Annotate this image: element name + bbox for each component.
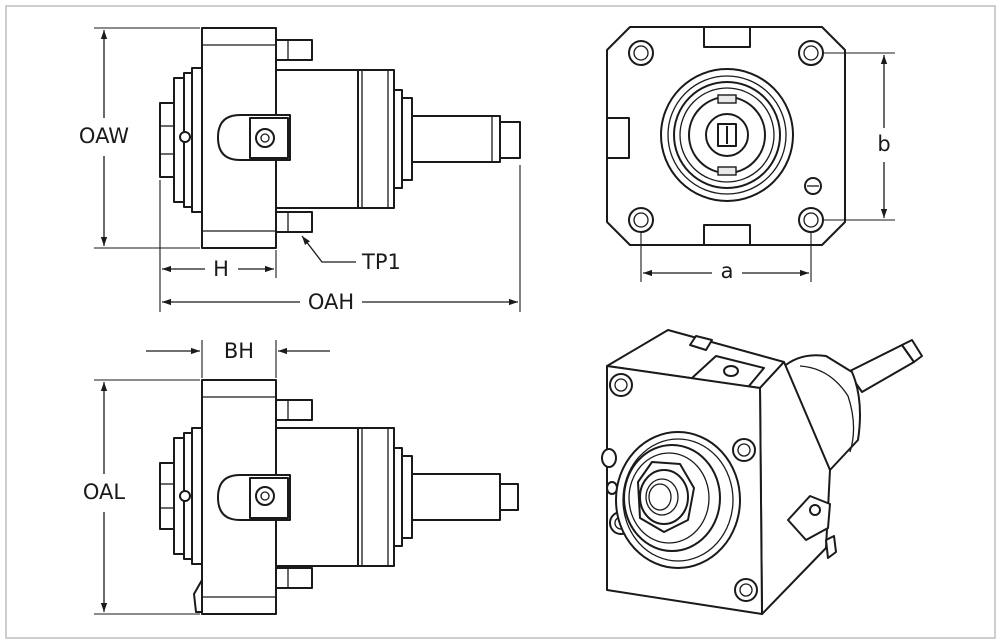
side-view-bottom — [159, 379, 519, 615]
front-view — [606, 26, 846, 246]
h-label: H — [213, 257, 229, 281]
oaw-label: OAW — [79, 124, 129, 148]
bh-label: BH — [224, 339, 254, 363]
oah-label: OAH — [308, 290, 354, 314]
a-label: a — [721, 259, 734, 283]
isometric-view — [601, 329, 923, 615]
tp1-label: TP1 — [361, 250, 401, 274]
sheet-border — [5, 5, 996, 639]
side-view-top — [159, 27, 521, 249]
side-view-bottom-dimensions — [94, 340, 330, 615]
side-view-top-dimensions — [94, 27, 521, 312]
b-label: b — [877, 132, 890, 156]
oal-label: OAL — [83, 480, 126, 504]
front-view-dimensions — [640, 52, 895, 282]
